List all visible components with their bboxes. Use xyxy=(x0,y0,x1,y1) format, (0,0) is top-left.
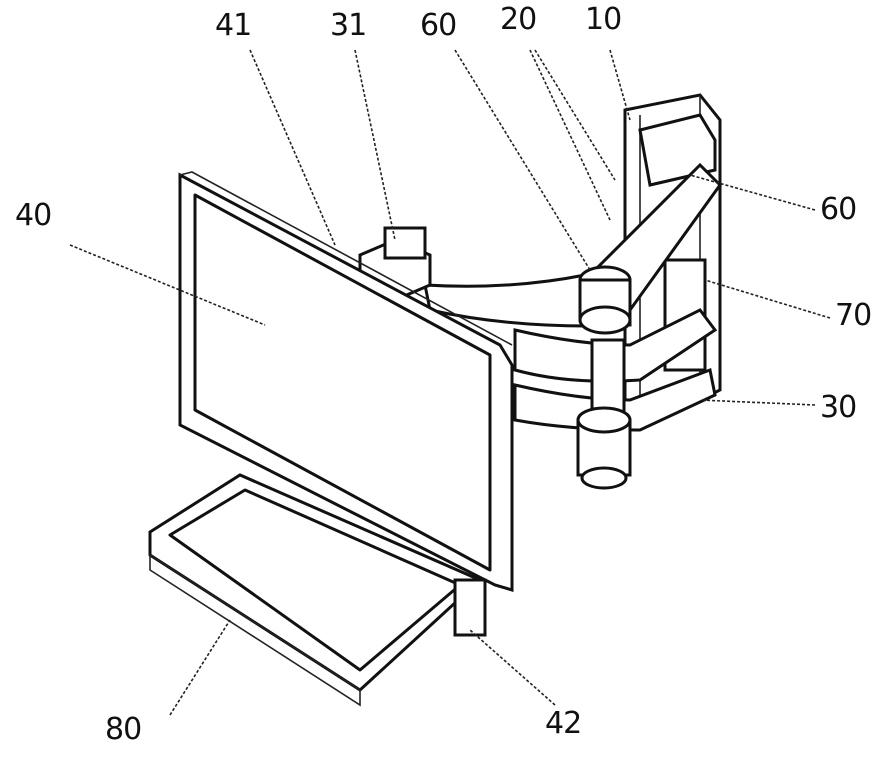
label-60-right: 60 xyxy=(820,192,856,227)
label-80: 80 xyxy=(105,712,141,747)
label-42: 42 xyxy=(545,706,581,741)
label-30: 30 xyxy=(820,390,856,425)
label-70: 70 xyxy=(835,298,871,333)
label-31: 31 xyxy=(330,8,366,43)
label-60-left: 60 xyxy=(420,8,456,43)
label-10: 10 xyxy=(585,2,621,37)
label-40: 40 xyxy=(15,198,51,233)
label-20: 20 xyxy=(500,2,536,37)
label-41: 41 xyxy=(215,8,251,43)
lower-arm xyxy=(515,310,715,488)
